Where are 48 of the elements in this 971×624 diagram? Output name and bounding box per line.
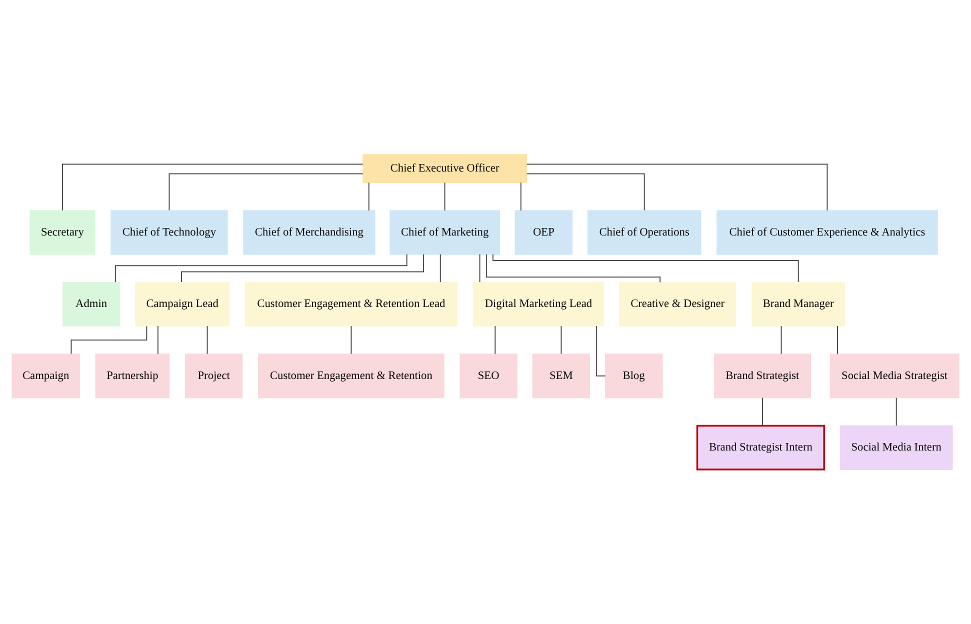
node-box: SEO bbox=[460, 354, 518, 398]
node-box: Campaign Lead bbox=[135, 282, 230, 326]
connector bbox=[780, 326, 782, 354]
node-box: Social Media Strategist bbox=[830, 354, 960, 398]
node-box: Chief Executive Officer bbox=[362, 154, 528, 183]
node-box: OEP bbox=[514, 210, 573, 255]
connector bbox=[494, 326, 496, 354]
node-box: Chief of Operations bbox=[587, 210, 702, 255]
node-box: Chief of Merchandising bbox=[243, 210, 376, 255]
connector bbox=[181, 254, 424, 282]
node-box: Brand Strategist Intern bbox=[696, 424, 825, 470]
connector bbox=[444, 182, 446, 211]
connector bbox=[62, 164, 364, 211]
connector bbox=[479, 254, 480, 283]
connector bbox=[486, 254, 660, 283]
connector bbox=[368, 182, 370, 211]
connector bbox=[762, 397, 763, 426]
node-box: Brand Manager bbox=[752, 282, 846, 326]
node-box: Social Media Intern bbox=[840, 425, 953, 470]
node-box: Partnership bbox=[95, 354, 170, 398]
node-box: Project bbox=[184, 354, 243, 398]
node-box: Chief of Technology bbox=[110, 210, 228, 255]
node-box: Digital Marketing Lead bbox=[472, 282, 604, 326]
connector bbox=[526, 164, 828, 211]
node-box: Customer Engagement & Retention Lead bbox=[244, 282, 458, 326]
connector bbox=[168, 173, 364, 211]
node-box: Chief of Marketing bbox=[390, 210, 500, 255]
node-box: Campaign bbox=[12, 354, 80, 398]
node-box: Brand Strategist bbox=[714, 354, 811, 398]
node-box: Admin bbox=[62, 282, 120, 326]
node-box: Secretary bbox=[30, 210, 96, 255]
node-box: Creative & Designer bbox=[618, 282, 736, 326]
connector bbox=[206, 326, 208, 354]
connector bbox=[560, 326, 562, 354]
connector bbox=[440, 254, 441, 283]
node-box: SEM bbox=[532, 354, 590, 398]
connector bbox=[896, 397, 897, 426]
connector bbox=[520, 182, 522, 211]
connector bbox=[526, 173, 645, 211]
connector bbox=[350, 326, 352, 354]
connector bbox=[70, 326, 148, 354]
node-box: Chief of Customer Experience & Analytics bbox=[716, 210, 938, 255]
connector bbox=[837, 326, 838, 354]
connector bbox=[492, 254, 799, 282]
node-box: Customer Engagement & Retention bbox=[258, 354, 444, 398]
connector bbox=[114, 254, 408, 283]
node-box: Blog bbox=[604, 354, 663, 398]
connector bbox=[596, 326, 606, 376]
